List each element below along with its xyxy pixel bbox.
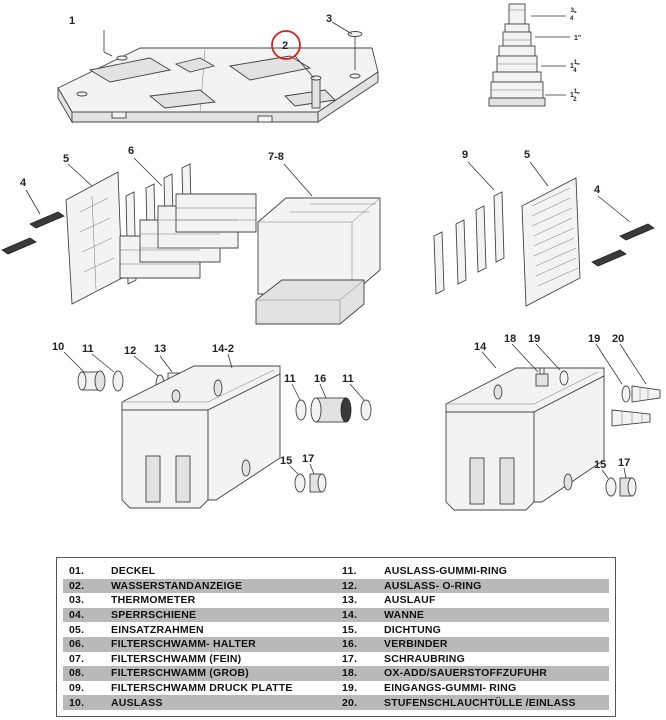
lid-drawing xyxy=(57,47,379,124)
callout-1: 1 xyxy=(69,15,75,27)
water-level-indicator-drawing xyxy=(310,75,322,109)
callout-7-8: 7-8 xyxy=(268,151,284,163)
legend-column-left: 01.DECKEL 02.WASSERSTANDANZEIGE 03.THERM… xyxy=(63,564,336,710)
legend-row: 14.WANNE xyxy=(336,607,609,623)
connector-drawing xyxy=(310,397,352,423)
gasket-right-drawing xyxy=(605,477,617,497)
highlight-circle-2 xyxy=(271,30,301,60)
callout-17-left: 17 xyxy=(302,453,314,465)
legend-row: 04.SPERRSCHIENE xyxy=(63,607,336,623)
legend-row: 12.AUSLASS- O-RING xyxy=(336,578,609,594)
parts-legend: 01.DECKEL 02.WASSERSTANDANZEIGE 03.THERM… xyxy=(56,557,616,717)
outlet-rubber-ring-right-drawing xyxy=(360,399,372,421)
tank-left-drawing xyxy=(121,365,281,509)
adapter-size-1: 1" xyxy=(574,35,581,42)
locking-rails-left-drawing xyxy=(1,211,65,255)
screw-ring-right-drawing xyxy=(619,477,637,497)
legend-row: 03.THERMOMETER xyxy=(69,594,196,607)
callout-13: 13 xyxy=(154,343,166,355)
outlet-drawing xyxy=(77,370,106,392)
callout-4-left: 4 xyxy=(20,177,27,189)
legend-row: 09.FILTERSCHWAMM DRUCK PLATTE xyxy=(69,682,293,695)
legend-row: 06.FILTERSCHWAMM- HALTER xyxy=(63,636,336,652)
callout-11-right: 11 xyxy=(342,373,354,385)
outlet-rubber-ring-left-drawing xyxy=(112,370,124,392)
legend-row: 02.WASSERSTANDANZEIGE xyxy=(63,578,336,594)
outlet-rubber-ring-mid-drawing xyxy=(295,399,307,421)
callout-16: 16 xyxy=(314,373,326,385)
callout-19-tank: 19 xyxy=(528,333,540,345)
callout-15-right: 15 xyxy=(594,459,606,471)
screw-ring-left-drawing xyxy=(309,473,327,493)
inlet-rubber-ring-in-tank-drawing xyxy=(559,370,569,386)
legend-row: 20.STUFENSCHLAUCHTÜLLE /EINLASS xyxy=(336,695,609,710)
stepped-hose-nozzle-inlet-drawing xyxy=(611,385,661,427)
locking-rails-right-drawing xyxy=(591,223,655,267)
callout-14-2: 14-2 xyxy=(212,343,234,355)
thermometer-drawing xyxy=(347,31,363,70)
callout-6: 6 xyxy=(128,145,134,157)
callout-17-right: 17 xyxy=(618,457,630,469)
callout-20: 20 xyxy=(612,333,624,345)
callout-11-left: 11 xyxy=(82,343,94,355)
legend-row: 15.DICHTUNG xyxy=(342,623,442,636)
legend-row: 17.SCHRAUBRING xyxy=(342,652,465,665)
callout-5-right: 5 xyxy=(524,149,530,161)
callout-14: 14 xyxy=(474,341,487,353)
legend-row: 10.AUSLASS xyxy=(63,695,336,710)
callout-5-left: 5 xyxy=(63,153,69,165)
legend-row: 18.OX-ADD/SAUERSTOFFZUFUHR xyxy=(336,666,609,681)
legend-row: 13.AUSLAUF xyxy=(342,594,436,607)
ox-add-oxygen-supply-drawing xyxy=(535,367,549,387)
legend-row: 01.DECKEL xyxy=(69,565,156,578)
callout-4-right: 4 xyxy=(594,184,601,196)
filter-grids-left-drawing xyxy=(119,193,257,279)
callout-2: 2 xyxy=(282,40,288,52)
legend-row: 11.AUSLASS-GUMMI-RING xyxy=(342,565,508,578)
callout-15-left: 15 xyxy=(280,455,292,467)
gasket-left-drawing xyxy=(294,473,306,493)
insert-frame-left-drawing xyxy=(65,171,123,305)
callout-11-mid: 11 xyxy=(284,373,296,385)
callout-18: 18 xyxy=(504,333,516,345)
legend-row: 08.FILTERSCHWAMM (GROB) xyxy=(63,666,336,681)
inlet-rubber-ring-drawing xyxy=(621,385,631,403)
tank-right-drawing xyxy=(445,367,605,511)
callout-3: 3 xyxy=(326,13,332,25)
filter-sponges-drawing xyxy=(255,197,381,325)
callout-9: 9 xyxy=(462,149,468,161)
insert-frame-right-drawing xyxy=(521,177,581,307)
legend-row: 07.FILTERSCHWAMM (FEIN) xyxy=(69,652,242,665)
callout-19-outside: 19 xyxy=(588,333,600,345)
callout-12: 12 xyxy=(124,345,136,357)
legend-row: 16.VERBINDER xyxy=(336,636,609,652)
pressure-plates-right-drawing xyxy=(433,191,505,295)
legend-row: 19.EINGANGS-GUMMI- RING xyxy=(342,682,517,695)
legend-column-right: 11.AUSLASS-GUMMI-RING 12.AUSLASS- O-RING… xyxy=(336,564,609,710)
legend-row: 05.EINSATZRAHMEN xyxy=(69,623,204,636)
stepped-hose-adapter-drawing xyxy=(488,3,570,107)
callout-10: 10 xyxy=(52,341,64,353)
